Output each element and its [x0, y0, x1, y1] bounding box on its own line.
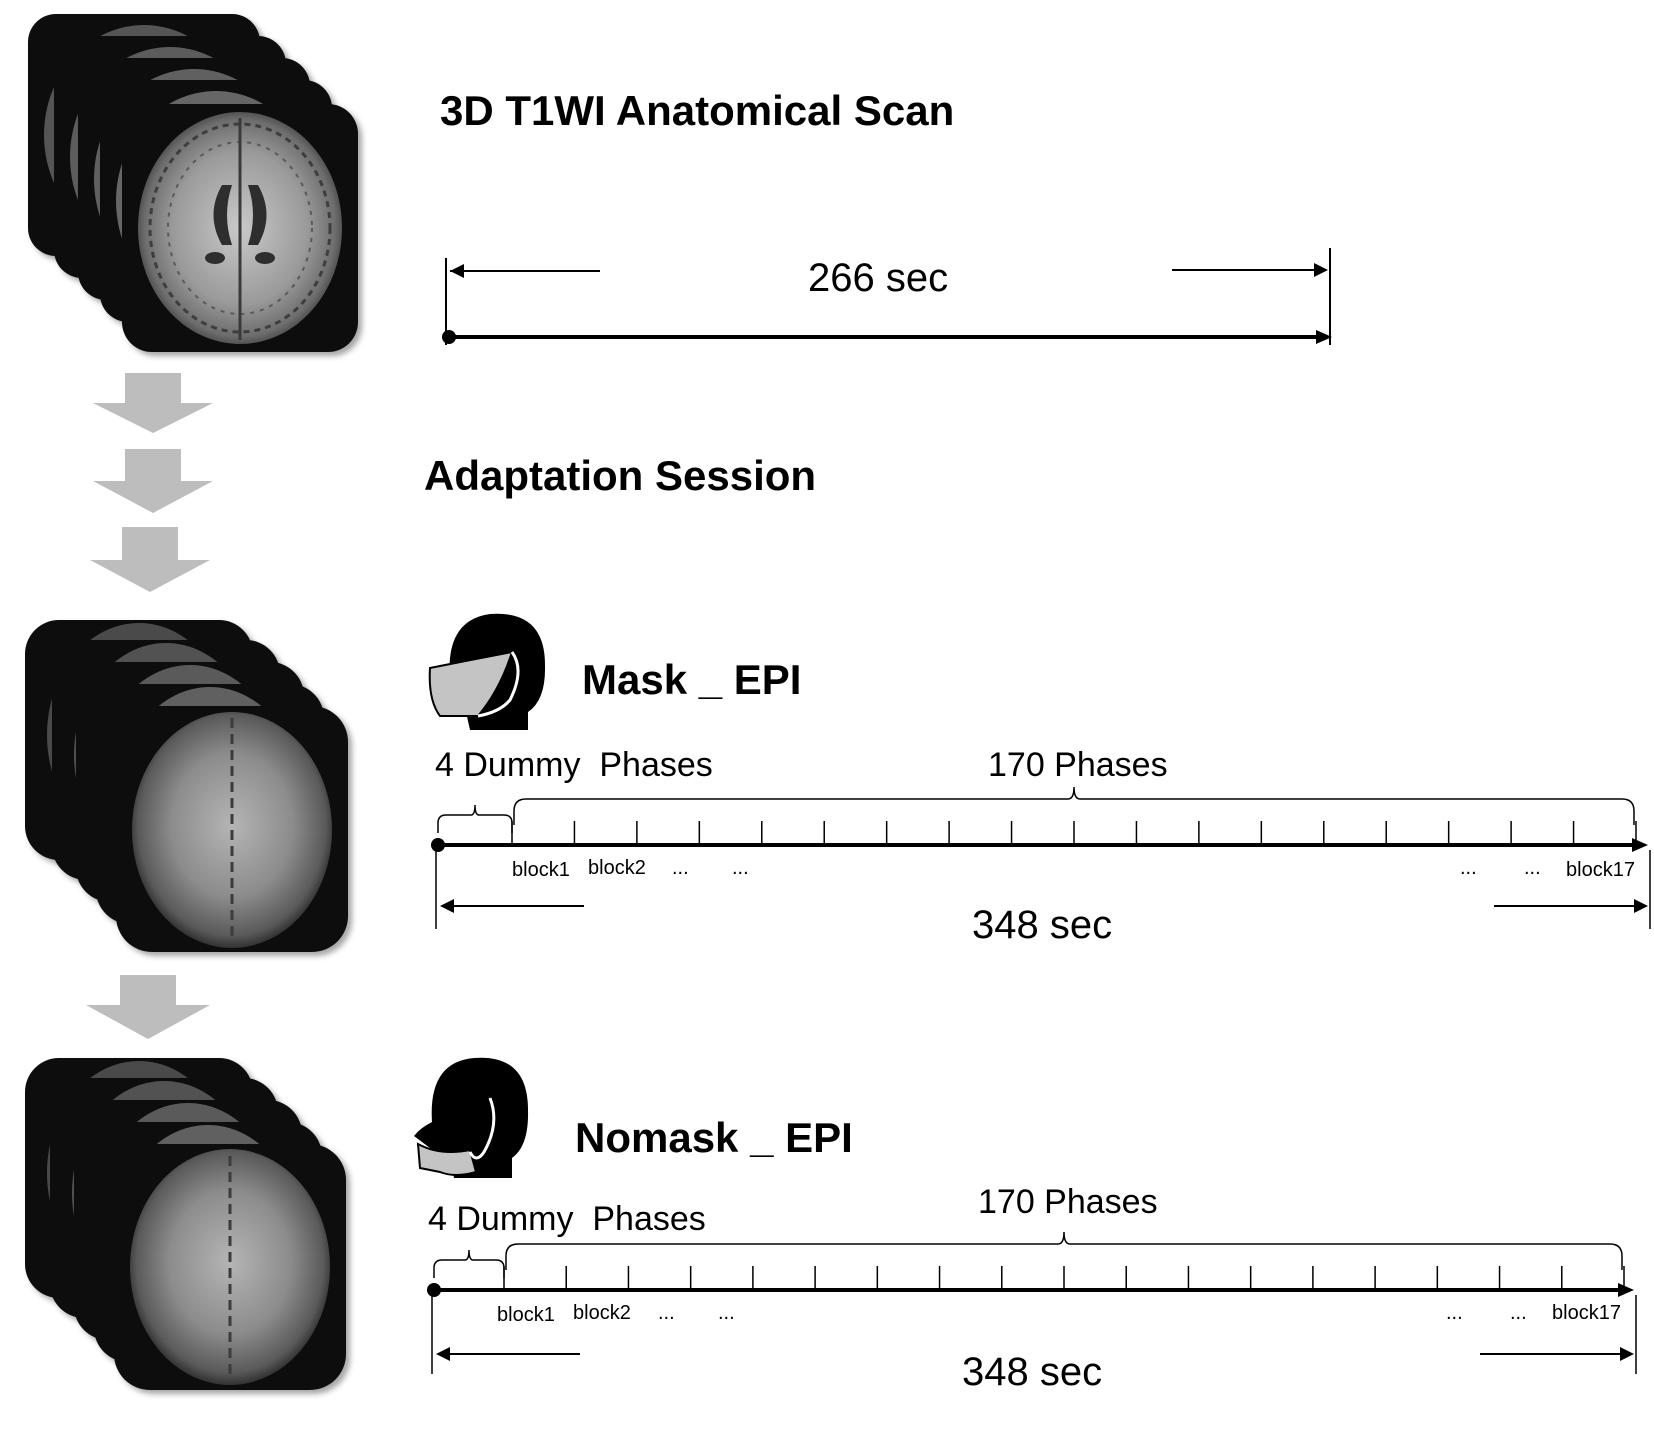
- timeline-start-dot: [427, 1283, 441, 1297]
- brain-epi-slice-stack-icon: [25, 620, 348, 952]
- nomask-ellipsis-2: ...: [718, 1302, 735, 1324]
- dummy-phases-brace: [433, 1249, 505, 1278]
- mask-ellipsis-2: ...: [732, 857, 749, 879]
- duration-left-arrowhead: [440, 899, 454, 913]
- adaptation-title: Adaptation Session: [424, 452, 816, 499]
- dummy-phases-brace: [437, 804, 513, 833]
- mask-phases-label: 170 Phases: [988, 746, 1168, 784]
- mask-ellipsis-3: ...: [1460, 857, 1477, 879]
- mask-block-first: block1: [512, 859, 570, 881]
- down-arrow-icon: [90, 527, 210, 592]
- phases-brace: [505, 1231, 1623, 1270]
- nomask-block-second: block2: [573, 1302, 631, 1324]
- mask-ellipsis-1: ...: [672, 857, 689, 879]
- down-arrow-icon: [93, 373, 213, 433]
- brain-epi-slice-stack-icon: [25, 1058, 346, 1390]
- duration-left-arrowhead: [436, 1347, 450, 1361]
- nomask-phases-label: 170 Phases: [978, 1183, 1158, 1221]
- epi-slice-stack-mask: [25, 620, 348, 952]
- mask-duration: 348 sec: [972, 903, 1112, 947]
- down-arrow-icon: [86, 975, 210, 1039]
- head-with-lowered-mask-icon: [414, 1057, 529, 1178]
- epi-slice-stack-nomask: [25, 1058, 346, 1390]
- timeline-start-dot: [431, 838, 445, 852]
- nomask-ellipsis-1: ...: [658, 1302, 675, 1324]
- anatomical-title: 3D T1WI Anatomical Scan: [440, 87, 954, 134]
- mask-dummy-label: 4 Dummy Phases: [435, 746, 713, 784]
- nomask-timeline: [427, 1231, 1637, 1374]
- t1-slice-stack: [28, 14, 358, 352]
- anatomical-timeline: [442, 248, 1332, 345]
- head-with-mask-icon: [428, 613, 546, 730]
- nomask-dummy-label: 4 Dummy Phases: [428, 1200, 706, 1238]
- mask-epi-title: Mask _ EPI: [582, 656, 801, 703]
- mask-ellipsis-4: ...: [1524, 857, 1541, 879]
- timeline-arrowhead: [1618, 1283, 1634, 1297]
- mask-block-second: block2: [588, 857, 646, 879]
- nomask-ellipsis-4: ...: [1510, 1302, 1527, 1324]
- phases-brace: [513, 786, 1635, 825]
- anatomical-duration: 266 sec: [808, 256, 948, 300]
- brain-t1-slice-stack-icon: [28, 14, 358, 352]
- flow-arrows: [86, 373, 213, 1039]
- mask-timeline: [431, 786, 1651, 929]
- duration-right-arrowhead: [1634, 899, 1648, 913]
- nomask-block-first: block1: [497, 1304, 555, 1326]
- nomask-duration: 348 sec: [962, 1350, 1102, 1394]
- nomask-epi-section: Nomask _ EPI 4 Dummy Phases 170 Phases b…: [414, 1057, 1637, 1394]
- nomask-epi-title: Nomask _ EPI: [575, 1114, 853, 1161]
- duration-right-arrowhead: [1620, 1347, 1634, 1361]
- mask-block-last: block17: [1566, 859, 1635, 881]
- down-arrow-icon: [93, 449, 213, 513]
- mask-epi-section: Mask _ EPI 4 Dummy Phases 170 Phases blo…: [428, 613, 1651, 947]
- anatomical-section: 3D T1WI Anatomical Scan 266 sec: [440, 87, 1332, 345]
- timeline-arrowhead: [1632, 838, 1648, 852]
- nomask-ellipsis-3: ...: [1446, 1302, 1463, 1324]
- nomask-block-last: block17: [1552, 1302, 1621, 1324]
